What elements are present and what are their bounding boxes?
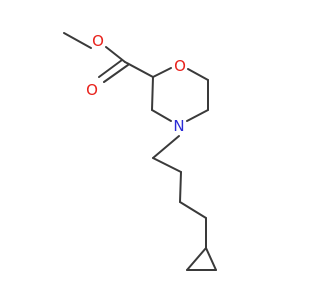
bond-ring-oxygen-c6 (187, 68, 209, 81)
bonds (63, 32, 217, 271)
bond-chain-2-3 (179, 171, 182, 203)
molecule-structure: O O O N (63, 32, 217, 271)
ring-oxygen-label: O (174, 57, 186, 75)
molecule-canvas: O O O N (63, 32, 217, 271)
bond-nitrogen-chain-1 (152, 135, 180, 159)
bond-carbonyl-double-b (103, 64, 129, 83)
bond-c2-ring-oxygen (152, 67, 172, 78)
atom-labels: O O O N (86, 32, 186, 135)
bond-c5-nitrogen (186, 109, 209, 122)
bond-nitrogen-c3 (151, 109, 172, 122)
bond-carbonyl-double-a (98, 59, 123, 78)
bond-methyl-oxygen (63, 32, 92, 49)
bond-cyclopropyl-c (205, 247, 217, 271)
bond-c3-c2 (151, 76, 154, 111)
bond-chain-1-2 (152, 157, 182, 173)
bond-carbonyl-to-c2 (124, 61, 154, 78)
ring-nitrogen-label: N (173, 117, 184, 135)
methyl-ester-oxygen-label: O (92, 32, 104, 50)
bond-chain-3-4 (179, 201, 207, 219)
bond-cyclopropyl-a (186, 247, 207, 271)
carbonyl-oxygen-label: O (86, 81, 98, 99)
